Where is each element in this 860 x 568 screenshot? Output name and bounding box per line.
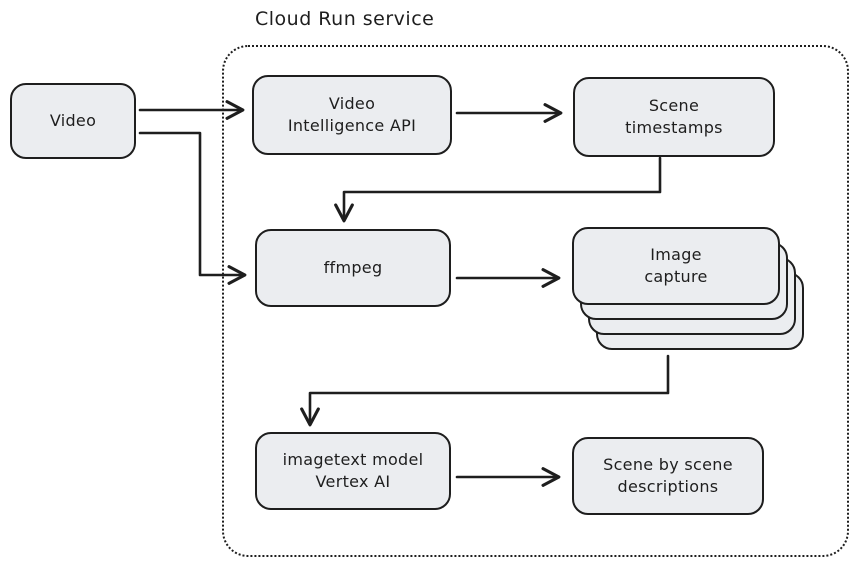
node-image-capture: Image capture bbox=[572, 227, 780, 305]
node-video-intelligence-api: Video Intelligence API bbox=[252, 75, 452, 155]
node-imagetext-model-vertex-ai: imagetext model Vertex AI bbox=[255, 432, 451, 510]
node-scene-by-scene-descriptions: Scene by scene descriptions bbox=[572, 437, 764, 515]
diagram-title: Cloud Run service bbox=[255, 8, 435, 30]
node-video: Video bbox=[10, 83, 136, 159]
node-ffmpeg: ffmpeg bbox=[255, 229, 451, 307]
node-scene-timestamps: Scene timestamps bbox=[573, 77, 775, 157]
cloud-run-service-frame bbox=[222, 45, 849, 557]
